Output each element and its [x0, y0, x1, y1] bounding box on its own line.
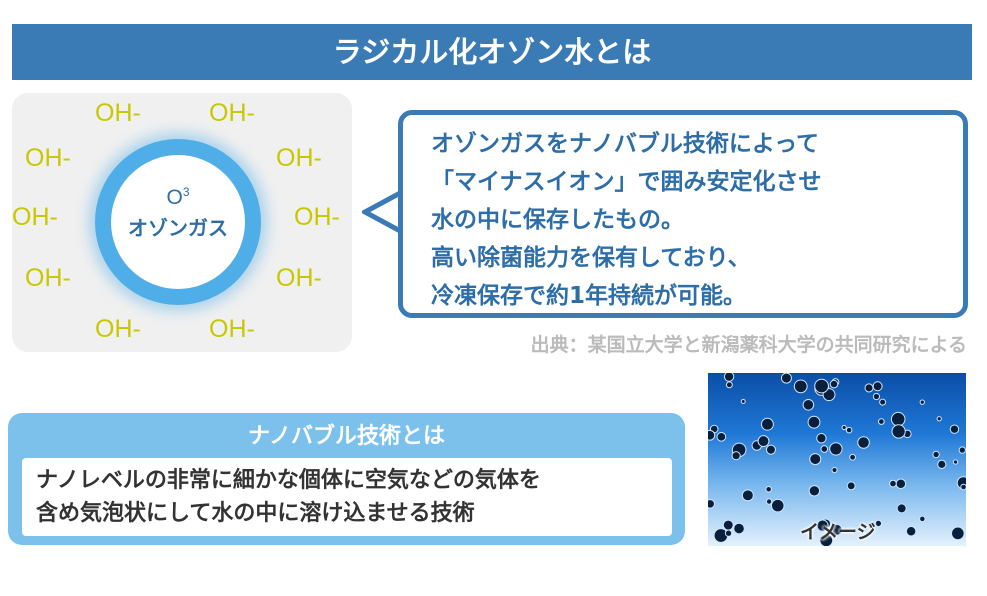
bubble [874, 519, 883, 528]
nanobubble-box: ナノバブル技術とは ナノレベルの非常に細かな個体に空気などの気体を 含め気泡状に… [8, 413, 685, 545]
bubble [740, 398, 746, 404]
bubble [919, 515, 926, 523]
bubble [808, 485, 821, 497]
bubble [841, 424, 847, 431]
bubble [723, 373, 735, 382]
bubble [731, 451, 741, 461]
bubble [741, 489, 754, 502]
ion-label: OH- [276, 144, 322, 172]
bubble [846, 481, 856, 491]
bubble [845, 426, 853, 434]
bubble [949, 424, 960, 434]
description-bubble: オゾンガスをナノバブル技術によって 「マイナスイオン」で囲み安定化させ 水の中に… [398, 110, 968, 318]
bubble [849, 453, 856, 461]
ion-label: OH- [276, 264, 322, 292]
bubble [872, 381, 883, 392]
ozone-diagram: OH- OH- OH- OH- OH- OH- OH- OH- OH- OH- … [12, 93, 352, 352]
ion-label: OH- [95, 99, 141, 127]
nanobubble-line: ナノレベルの非常に細かな個体に空気などの気体を [36, 468, 541, 493]
image-caption: イメージ [800, 521, 876, 543]
bubble [708, 499, 715, 509]
ion-label: OH- [294, 203, 340, 231]
nanobubble-title: ナノバブル技術とは [248, 424, 445, 449]
ozone-ring: O3 オゾンガス [95, 139, 261, 305]
description-line: 高い除菌能力を保有しており、 [431, 245, 751, 271]
source-note: 出典：某国立大学と新潟薬科大学の共同研究による [530, 334, 967, 356]
bubble [896, 503, 907, 514]
bubble [814, 378, 829, 394]
bubble [809, 453, 822, 466]
bubble [793, 379, 808, 394]
bubble [830, 523, 843, 536]
bubble [765, 485, 772, 493]
bubble [765, 444, 776, 455]
description-line: 冷凍保存で約1年持続が可能。 [431, 283, 747, 309]
ion-label: OH- [12, 203, 58, 231]
bubble [936, 416, 942, 422]
bubble [816, 519, 829, 532]
bubble [802, 399, 815, 411]
bubble [807, 415, 821, 429]
bubble [765, 498, 773, 505]
ozone-formula: O3 [166, 185, 190, 209]
bubble [708, 429, 716, 441]
bubble [952, 459, 959, 465]
bubble [919, 399, 925, 405]
bubble [905, 526, 917, 537]
bubble [958, 446, 966, 454]
ion-label: OH- [209, 315, 255, 343]
bubble [872, 392, 881, 401]
bubble [733, 522, 745, 535]
bubble [960, 483, 966, 491]
bubbles-illustration [708, 373, 966, 546]
bubble [890, 411, 906, 427]
bubble [716, 432, 727, 442]
ion-label: OH- [25, 144, 71, 172]
bubble [760, 417, 774, 431]
ozone-gas-label: オゾンガス [128, 216, 228, 240]
bubble [829, 442, 843, 456]
bubble [829, 379, 839, 389]
bubble [819, 533, 834, 546]
nanobubble-body: ナノレベルの非常に細かな個体に空気などの気体を 含め気泡状にして水の中に溶け込ま… [22, 458, 672, 536]
ion-label: OH- [209, 99, 255, 127]
bubbles-image: イメージ [708, 373, 966, 546]
bubble [951, 526, 965, 541]
bubble [757, 435, 770, 448]
bubble [770, 498, 785, 513]
bubble [937, 459, 947, 469]
bubble [820, 445, 829, 453]
bubble [932, 450, 940, 459]
bubble [864, 383, 874, 393]
bubble [725, 381, 733, 389]
bubble [816, 433, 827, 444]
bubble [780, 373, 792, 384]
bubble [889, 479, 897, 488]
description-line: 「マイナスイオン」で囲み安定化させ [431, 169, 822, 195]
bubble [831, 466, 838, 474]
bubble [891, 424, 906, 439]
page-title: ラジカル化オゾン水とは [12, 24, 972, 80]
bubble [895, 478, 907, 490]
bubble [724, 529, 733, 537]
description-line: オゾンガスをナノバブル技術によって [431, 131, 820, 157]
bubble [877, 418, 885, 425]
ion-label: OH- [95, 315, 141, 343]
bubble [722, 519, 734, 531]
nanobubble-line: 含め気泡状にして水の中に溶け込ませる技術 [36, 501, 475, 526]
bubble [857, 436, 870, 449]
description-line: 水の中に保存したもの。 [431, 207, 684, 233]
ion-label: OH- [25, 264, 71, 292]
bubble [879, 398, 887, 406]
